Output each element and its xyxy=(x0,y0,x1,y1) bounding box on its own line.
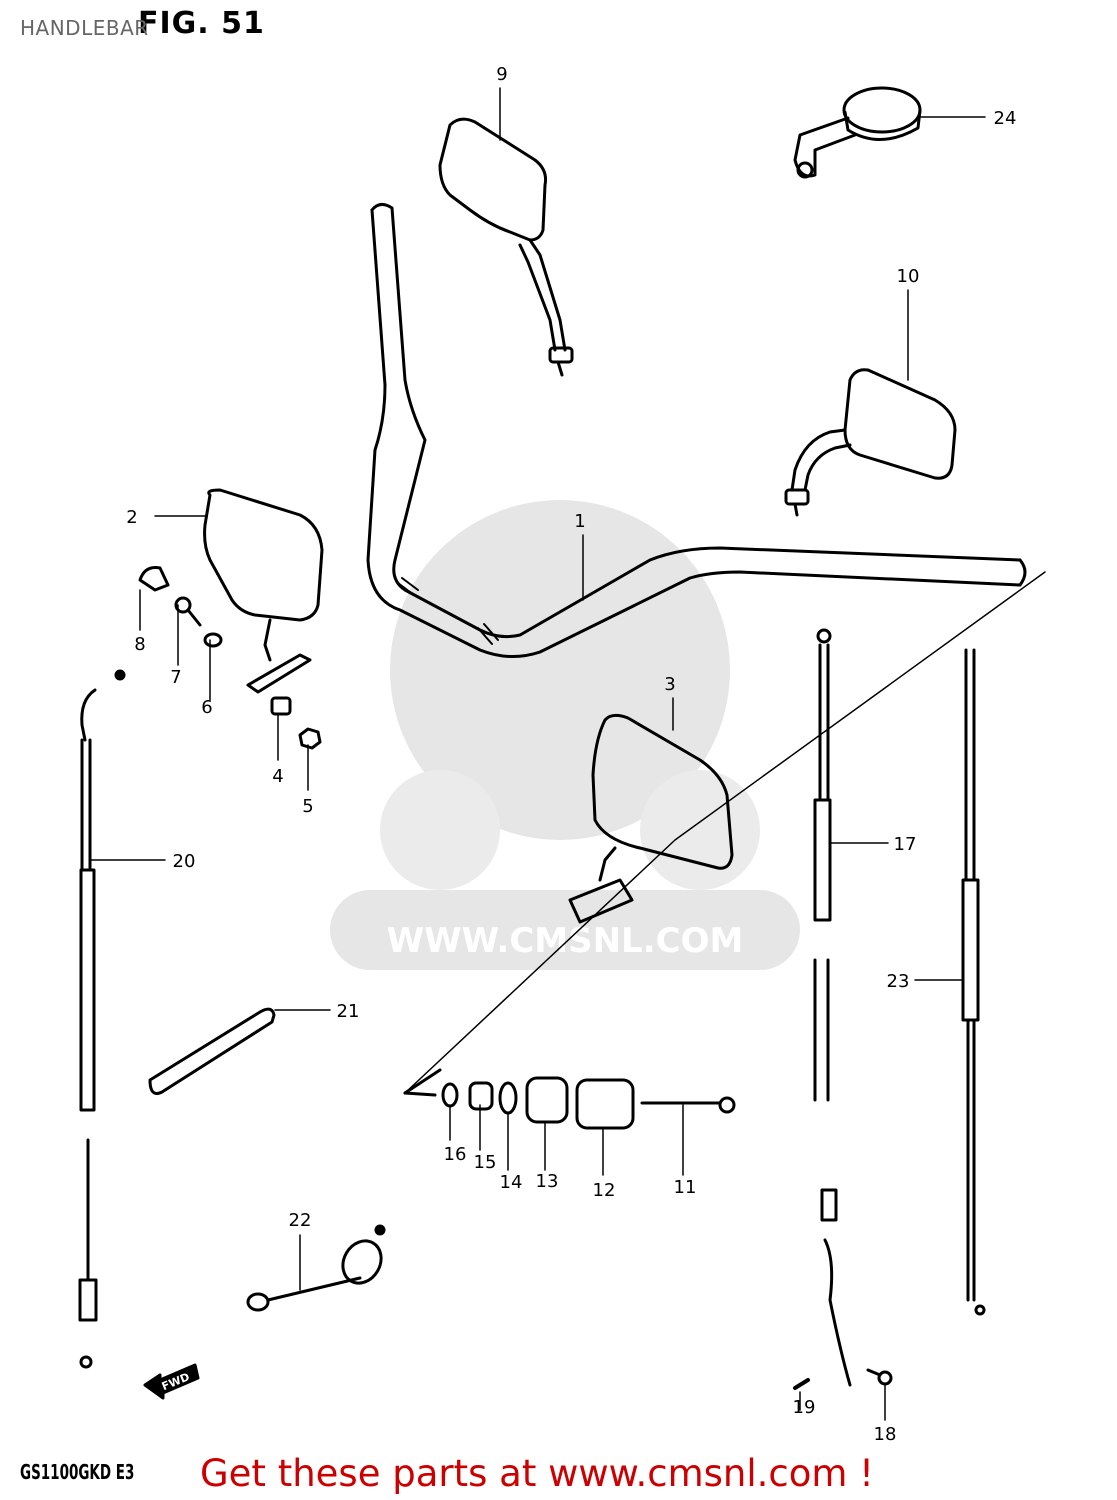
part-label[interactable]: 24 xyxy=(994,108,1017,129)
weight-assembly[interactable] xyxy=(403,1068,736,1130)
mirror-part-3[interactable] xyxy=(568,713,734,924)
part-label[interactable]: 4 xyxy=(272,766,283,787)
reference-line xyxy=(404,571,1046,1094)
part-label[interactable]: 1 xyxy=(574,511,585,532)
mirror-part-9[interactable] xyxy=(438,117,574,377)
fwd-label: FWD xyxy=(160,1370,192,1393)
mirror-clamp-part-24[interactable] xyxy=(793,86,922,179)
part-label[interactable]: 18 xyxy=(874,1424,897,1445)
mirror-part-10[interactable] xyxy=(784,368,957,517)
part-label[interactable]: 16 xyxy=(444,1144,467,1165)
part-label[interactable]: 21 xyxy=(337,1001,360,1022)
handlebar-part-1[interactable] xyxy=(366,203,1027,658)
throttle-cable-part-20[interactable] xyxy=(78,669,126,1369)
watermark-logo: WWW.CMSNL.COM xyxy=(330,500,800,970)
model-code: GS1100GKD E3 xyxy=(20,1460,135,1484)
part-label[interactable]: 8 xyxy=(134,634,145,655)
page-title: HANDLEBAR xyxy=(20,16,149,40)
fwd-arrow-icon xyxy=(143,1363,200,1400)
part-label[interactable]: 5 xyxy=(302,796,313,817)
part-label[interactable]: 11 xyxy=(674,1177,697,1198)
part-label[interactable]: 19 xyxy=(793,1397,816,1418)
small-parts-group[interactable] xyxy=(138,566,322,750)
part-label[interactable]: 23 xyxy=(887,971,910,992)
leader-lines xyxy=(89,87,986,1421)
part-label[interactable]: 15 xyxy=(474,1152,497,1173)
part-label[interactable]: 14 xyxy=(500,1172,523,1193)
promo-link[interactable]: Get these parts at www.cmsnl.com ! xyxy=(200,1452,875,1495)
figure-label: FIG. 51 xyxy=(138,6,265,41)
cable-part-23[interactable] xyxy=(961,648,986,1316)
mirror-part-2[interactable] xyxy=(203,488,324,694)
part-labels: 9 10 2 1 3 24 8 7 6 4 5 20 21 22 16 15 1… xyxy=(126,64,1016,1445)
clutch-cable-part-17[interactable] xyxy=(793,628,893,1390)
watermark-url: WWW.CMSNL.COM xyxy=(387,921,744,961)
part-label[interactable]: 9 xyxy=(496,64,507,85)
part-label[interactable]: 2 xyxy=(126,507,137,528)
part-label[interactable]: 6 xyxy=(201,697,212,718)
part-label[interactable]: 20 xyxy=(173,851,196,872)
part-label[interactable]: 12 xyxy=(593,1180,616,1201)
part-label[interactable]: 22 xyxy=(289,1210,312,1231)
part-label[interactable]: 3 xyxy=(664,674,675,695)
wire-band-part-22[interactable] xyxy=(246,1224,389,1312)
part-label[interactable]: 10 xyxy=(897,266,920,287)
part-label[interactable]: 17 xyxy=(894,834,917,855)
part-label[interactable]: 13 xyxy=(536,1171,559,1192)
tool-part-21[interactable] xyxy=(148,1007,276,1095)
part-label[interactable]: 7 xyxy=(170,667,181,688)
